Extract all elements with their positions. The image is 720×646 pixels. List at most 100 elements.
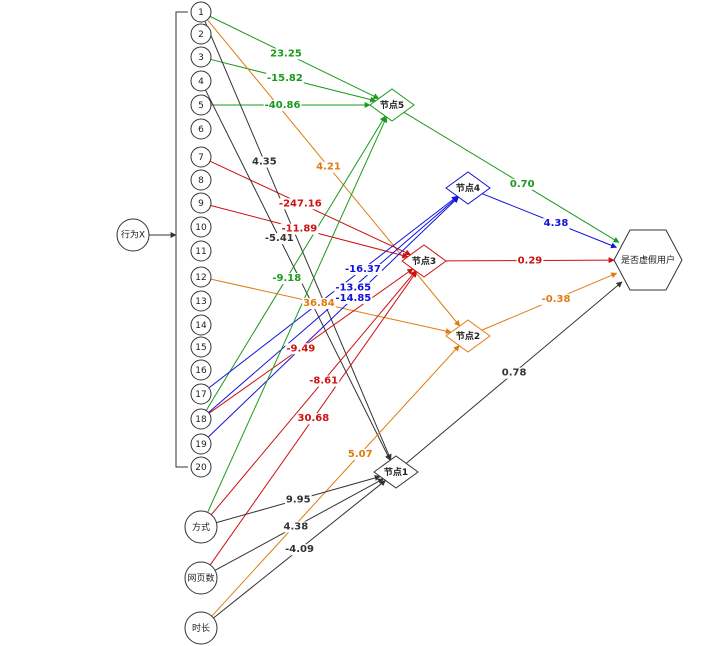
input-node-1: 1	[190, 1, 212, 23]
output-node: 是否虚假用户	[613, 229, 683, 291]
input-node-label: 16	[195, 366, 207, 376]
weight-label: 4.38	[544, 218, 569, 229]
hidden-node-label: 节点2	[456, 330, 480, 342]
input-node-3: 3	[190, 46, 212, 68]
weight-label: -13.65	[335, 282, 371, 293]
extra-input-label: 时长	[192, 622, 210, 634]
weight-label: -4.09	[285, 544, 314, 555]
weight-label-bg	[334, 292, 373, 304]
hidden-node: 节点1	[373, 455, 419, 489]
input-node-16: 16	[190, 359, 212, 381]
hidden-node-diamond	[373, 455, 419, 489]
input-node-5: 5	[190, 94, 212, 116]
input-node-circle	[190, 383, 212, 405]
weight-label: 4.35	[252, 157, 277, 168]
extra-input-circle	[184, 561, 218, 595]
weight-label-bg	[516, 255, 544, 267]
input-node-circle	[190, 169, 212, 191]
input-node-circle	[190, 1, 212, 23]
input-node-label: 17	[195, 390, 206, 400]
weight-label: 36.84	[303, 298, 335, 309]
input-node-18: 18	[190, 408, 212, 430]
hidden-node-label: 节点4	[456, 182, 480, 194]
weight-label: -16.37	[345, 264, 381, 275]
weight-label: 0.78	[502, 368, 527, 379]
edge-17-to-节点4	[208, 195, 458, 389]
input-node-circle	[190, 240, 212, 262]
input-node-label: 10	[195, 223, 207, 233]
weight-label-bg	[540, 293, 572, 305]
weight-label-bg	[315, 161, 342, 173]
input-node-circle	[190, 336, 212, 358]
input-node-label: 19	[195, 440, 207, 450]
weight-label-bg	[285, 343, 317, 355]
weight-label: -14.85	[335, 293, 371, 304]
input-node-label: 20	[195, 463, 207, 473]
input-node-label: 18	[195, 415, 207, 425]
weight-label-bg	[308, 375, 340, 387]
input-node-circle	[190, 266, 212, 288]
weight-label-bg	[500, 367, 528, 379]
input-node-4: 4	[190, 70, 212, 92]
weight-label: -5.41	[265, 233, 294, 244]
hidden-node: 节点2	[445, 319, 491, 353]
weights-layer: 23.25-15.82-40.864.21-247.16-11.894.35-5…	[251, 48, 572, 556]
extra-input-circle	[184, 611, 218, 645]
weight-label: -11.89	[281, 224, 317, 235]
weight-label-bg	[346, 448, 374, 460]
hidden-node: 节点4	[445, 171, 491, 205]
weight-label-bg	[269, 48, 303, 60]
weight-label: 0.29	[518, 256, 543, 267]
weight-label: 23.25	[270, 48, 302, 59]
hidden-node-label: 节点3	[412, 255, 436, 267]
edge-18-to-节点5	[205, 115, 386, 411]
input-node-label: 1	[198, 8, 204, 18]
input-node-label: 9	[198, 199, 204, 209]
input-node-circle	[190, 359, 212, 381]
input-node-10: 10	[190, 216, 212, 238]
input-node-20: 20	[190, 456, 212, 478]
weight-label: 5.07	[348, 449, 373, 460]
weight-label: 30.68	[298, 413, 330, 424]
weight-label: 4.21	[316, 162, 341, 173]
hidden-node-diamond	[401, 244, 447, 278]
weight-label-bg	[296, 413, 331, 425]
weight-label: -9.49	[286, 343, 315, 354]
weight-label: 4.38	[284, 521, 309, 532]
input-node-11: 11	[190, 240, 212, 262]
weight-label: -0.38	[542, 294, 571, 305]
weight-label-bg	[508, 178, 536, 190]
input-node-label: 8	[198, 176, 204, 186]
input-node-circle	[190, 456, 212, 478]
input-node-19: 19	[190, 433, 212, 455]
output-node-label: 是否虚假用户	[621, 254, 675, 266]
input-node-2: 2	[190, 23, 212, 45]
weight-label-bg	[542, 218, 570, 230]
input-node-14: 14	[190, 314, 212, 336]
input-bracket	[175, 11, 188, 468]
input-node-circle	[190, 70, 212, 92]
input-group-node	[116, 218, 150, 252]
input-node-9: 9	[190, 192, 212, 214]
input-node-label: 4	[198, 77, 204, 87]
hidden-node-label: 节点1	[384, 466, 408, 478]
input-node-6: 6	[190, 118, 212, 140]
weight-label-bg	[302, 298, 336, 310]
input-node-8: 8	[190, 169, 212, 191]
input-node-circle	[190, 290, 212, 312]
input-node-label: 5	[198, 101, 204, 111]
edge-1-to-节点2	[206, 19, 461, 327]
hidden-node-diamond	[445, 171, 491, 205]
hidden-node: 节点3	[401, 244, 447, 278]
input-group: 行为X	[116, 11, 188, 468]
weight-label-bg	[263, 100, 302, 111]
weight-label-bg	[282, 521, 310, 533]
weight-label: 9.95	[286, 495, 311, 506]
weight-label-bg	[266, 73, 304, 85]
input-node-circle	[190, 314, 212, 336]
input-node-label: 15	[195, 343, 206, 353]
input-node-label: 12	[195, 273, 206, 283]
weight-label-bg	[344, 264, 382, 276]
weight-label-bg	[284, 544, 315, 556]
input-node-12: 12	[190, 266, 212, 288]
